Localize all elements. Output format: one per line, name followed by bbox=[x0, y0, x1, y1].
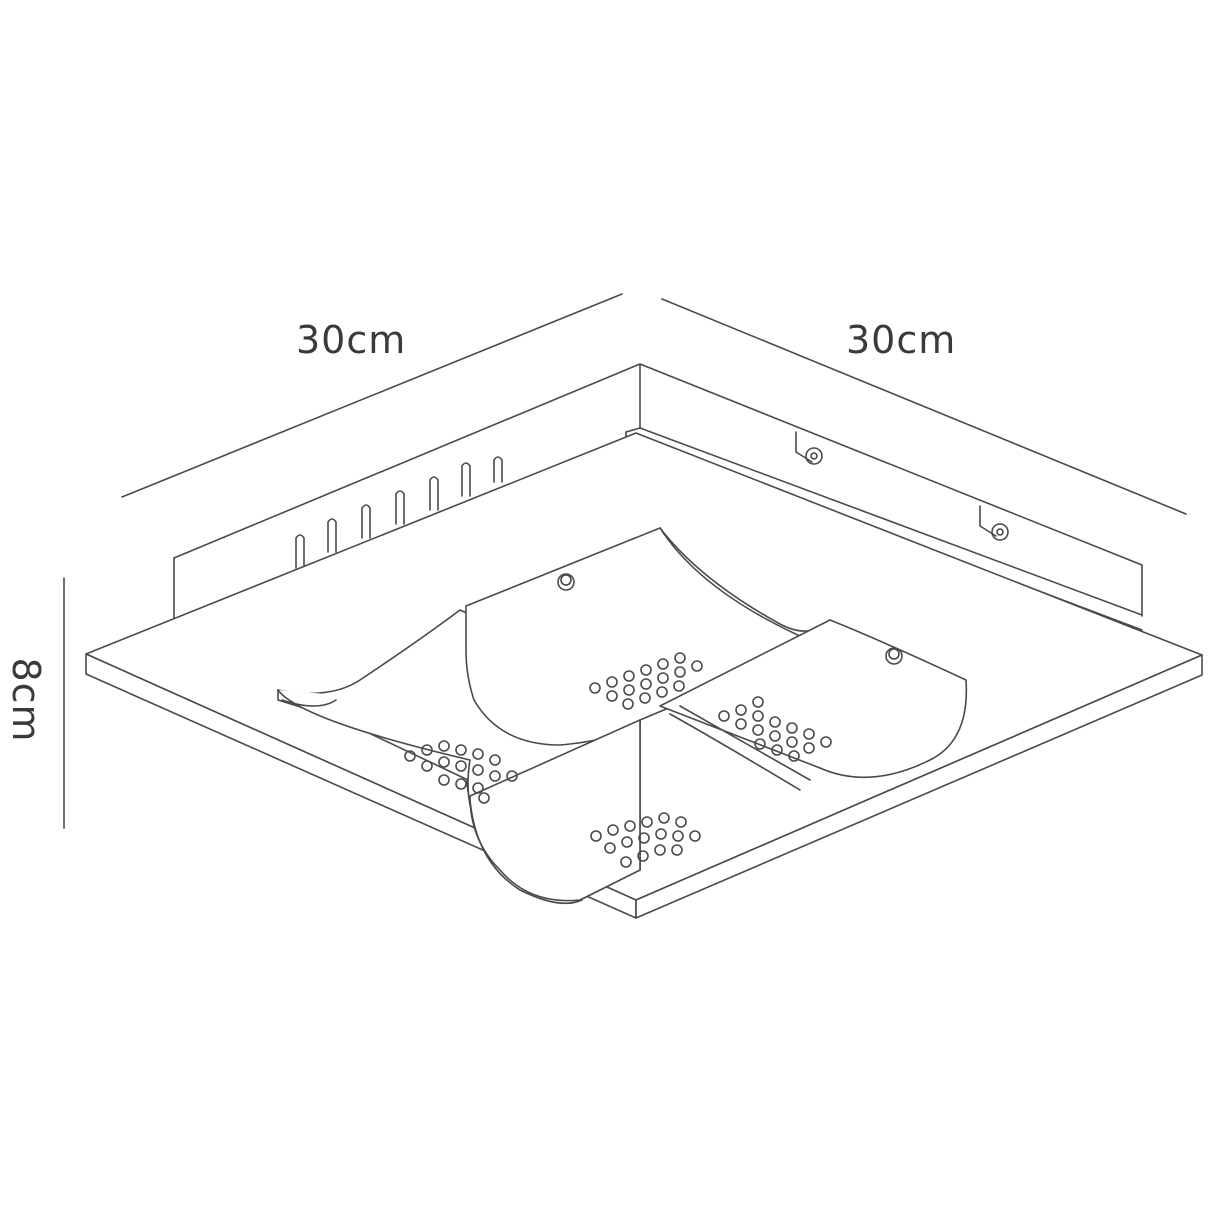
curved-panel-front bbox=[470, 720, 640, 903]
width-dimension-line bbox=[122, 294, 622, 497]
depth-dimension-label: 30cm bbox=[846, 318, 957, 362]
led-dots-left bbox=[405, 741, 517, 803]
led-dots-front bbox=[591, 813, 700, 867]
vent-slots bbox=[296, 457, 502, 568]
led-dots-right bbox=[719, 697, 831, 761]
width-dimension-label: 30cm bbox=[296, 318, 407, 362]
led-dots-back bbox=[590, 653, 702, 709]
depth-dimension-line bbox=[662, 299, 1186, 514]
mounting-screws bbox=[796, 432, 1008, 540]
curved-panel-right bbox=[660, 620, 966, 790]
height-dimension-label: 8cm bbox=[4, 657, 48, 743]
